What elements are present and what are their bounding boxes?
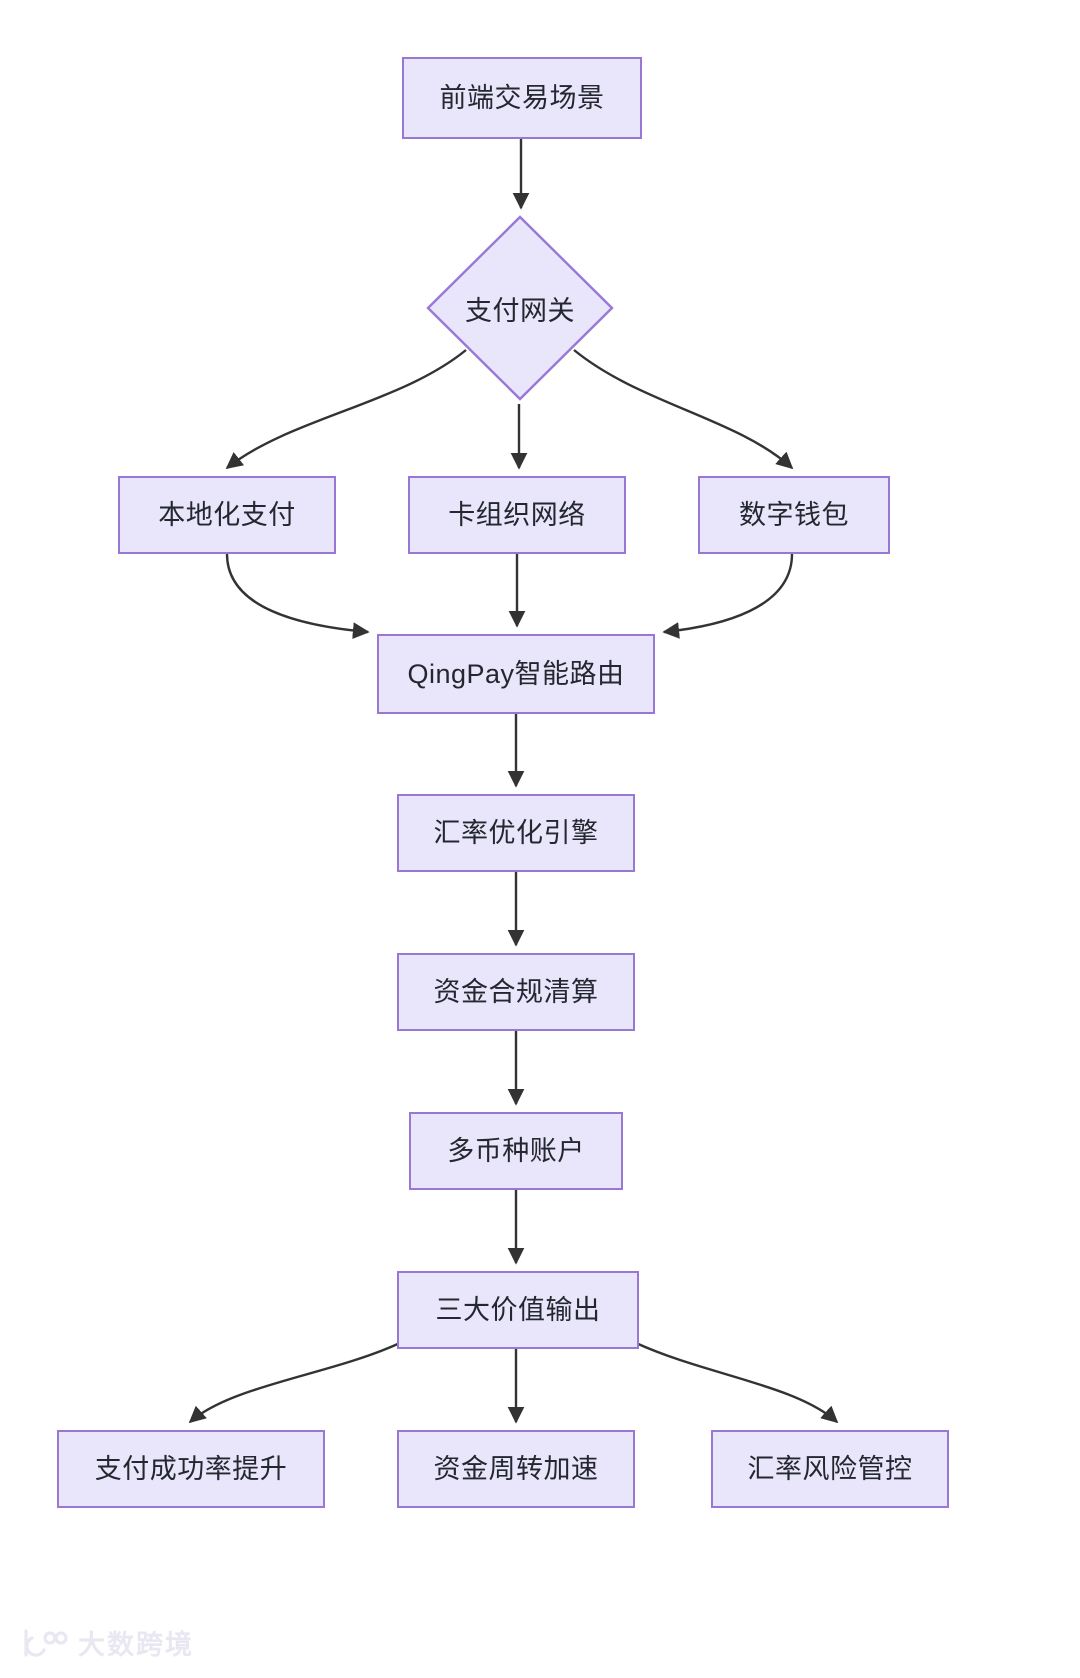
node-value-output-label: 三大价值输出 (435, 1294, 601, 1325)
node-card-network[interactable]: 卡组织网络 (408, 476, 626, 554)
node-gateway-label: 支付网关 (465, 295, 575, 326)
node-compliance-label: 资金合规清算 (433, 976, 599, 1007)
node-card-network-label: 卡组织网络 (448, 499, 586, 530)
node-digital-wallet-label: 数字钱包 (739, 499, 849, 530)
node-compliance[interactable]: 资金合规清算 (397, 953, 635, 1031)
node-multi-currency-account[interactable]: 多币种账户 (409, 1112, 623, 1190)
diamond-shape-icon (426, 215, 614, 401)
node-fx-engine[interactable]: 汇率优化引擎 (397, 794, 635, 872)
node-digital-wallet[interactable]: 数字钱包 (698, 476, 890, 554)
node-local-pay[interactable]: 本地化支付 (118, 476, 336, 554)
node-gateway[interactable]: 支付网关 (426, 215, 614, 401)
edge-value-output-to-success-rate (188, 1341, 401, 1424)
brand-logo-icon (24, 1628, 68, 1657)
node-success-rate[interactable]: 支付成功率提升 (57, 1430, 325, 1508)
edge-digital-wallet-to-qingpay (662, 553, 794, 639)
watermark: 大数跨境 (22, 1623, 194, 1662)
node-frontend[interactable]: 前端交易场景 (402, 57, 642, 139)
node-qingpay[interactable]: QingPay智能路由 (377, 634, 655, 714)
watermark-text: 大数跨境 (78, 1630, 194, 1660)
node-turnover[interactable]: 资金周转加速 (397, 1430, 635, 1508)
node-value-output[interactable]: 三大价值输出 (397, 1271, 639, 1349)
node-turnover-label: 资金周转加速 (433, 1453, 599, 1484)
node-fx-risk-label: 汇率风险管控 (747, 1453, 913, 1484)
node-qingpay-label: QingPay智能路由 (407, 658, 625, 689)
node-local-pay-label: 本地化支付 (158, 499, 296, 530)
node-multi-currency-account-label: 多币种账户 (447, 1135, 585, 1166)
node-success-rate-label: 支付成功率提升 (94, 1453, 288, 1484)
edge-value-output-to-fx-risk (635, 1341, 839, 1424)
node-fx-engine-label: 汇率优化引擎 (433, 817, 599, 848)
node-fx-risk[interactable]: 汇率风险管控 (711, 1430, 949, 1508)
node-frontend-label: 前端交易场景 (439, 82, 605, 113)
edge-local-pay-to-qingpay (225, 553, 370, 640)
